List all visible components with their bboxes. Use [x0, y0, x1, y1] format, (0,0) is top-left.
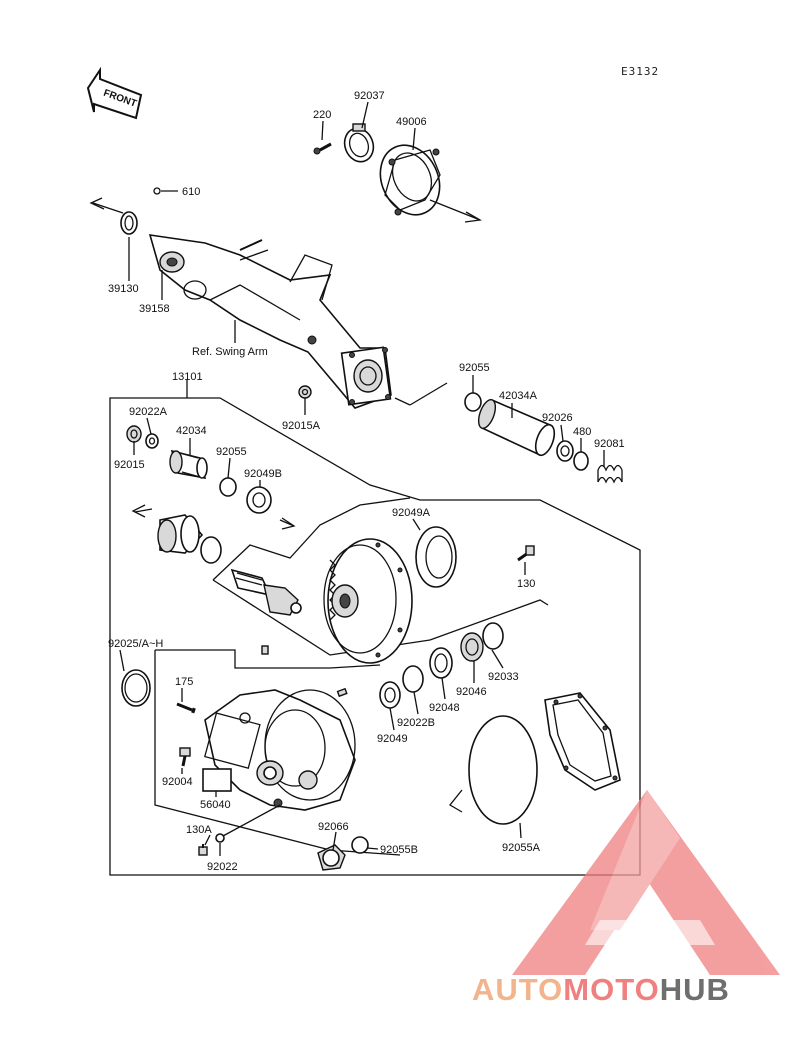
- gasket-plate: [544, 692, 621, 791]
- label-92081: 92081: [594, 438, 625, 450]
- label-ref-swing-arm: Ref. Swing Arm: [192, 346, 268, 358]
- label-39130: 39130: [108, 283, 139, 295]
- ring-gear: [323, 538, 413, 664]
- washer-92022A: [145, 433, 159, 449]
- label-130: 130: [517, 578, 535, 590]
- gasket-92025: [121, 669, 151, 707]
- needle-bearing-92046: [460, 632, 484, 662]
- boot-49006: [379, 144, 441, 216]
- oil-seal-92049A: [415, 526, 457, 588]
- bolt-130: [517, 545, 535, 562]
- o-ring-92055-top: [464, 392, 482, 412]
- bearing-92049: [379, 681, 401, 709]
- label-92055-top: 92055: [459, 362, 490, 374]
- breather-92004: [179, 747, 191, 767]
- label-49006: 49006: [396, 116, 427, 128]
- label-130A: 130A: [186, 824, 212, 836]
- label-92048: 92048: [429, 702, 460, 714]
- label-92049A: 92049A: [392, 507, 431, 519]
- label-92055A: 92055A: [502, 842, 541, 854]
- washer-92022: [215, 833, 225, 843]
- label-92022B: 92022B: [397, 717, 435, 729]
- label-175: 175: [175, 676, 193, 688]
- nut-92015: [126, 425, 142, 443]
- label-39158: 39158: [139, 303, 170, 315]
- bolt-220: [313, 142, 332, 155]
- label-42034: 42034: [176, 425, 207, 437]
- label-92066: 92066: [318, 821, 349, 833]
- label-92015: 92015: [114, 459, 145, 471]
- washer-92026: [556, 440, 574, 462]
- bolt-130A: [198, 844, 208, 856]
- diagram-code: E3132: [621, 65, 659, 78]
- o-ring-92055B: [351, 836, 369, 854]
- front-arrow-icon: FRONT: [86, 66, 143, 120]
- o-ring-large: [200, 536, 222, 564]
- spacer-92048: [429, 647, 453, 679]
- small-pin: [261, 645, 269, 655]
- pinion-gear: [230, 568, 302, 616]
- o-ring-92055-mid: [219, 477, 237, 497]
- watermark-logo: [512, 790, 780, 975]
- bearing-39130: [120, 211, 138, 235]
- circlip-480: [573, 451, 589, 471]
- stud-175: [176, 702, 196, 714]
- watermark-text: AUTOMOTOHUB: [472, 972, 730, 1007]
- circlip-92033: [482, 622, 504, 650]
- label-610: 610: [182, 186, 200, 198]
- label-92037: 92037: [354, 90, 385, 102]
- label-42034A: 42034A: [499, 390, 538, 402]
- plate-56040: [202, 768, 232, 792]
- gear-case: [204, 687, 356, 811]
- label-13101: 13101: [172, 371, 203, 383]
- label-480: 480: [573, 426, 591, 438]
- label-92022: 92022: [207, 861, 238, 873]
- label-92022A: 92022A: [129, 406, 168, 418]
- label-56040: 56040: [200, 799, 231, 811]
- shim-92022B: [402, 665, 424, 693]
- label-92055B: 92055B: [380, 844, 418, 856]
- spring-92081: [597, 464, 623, 484]
- label-92026: 92026: [542, 412, 573, 424]
- label-92046: 92046: [456, 686, 487, 698]
- ring-610: [153, 187, 178, 195]
- gear-42034: [169, 449, 208, 480]
- part-labels: 220 92037 49006 610 39130 39158 Ref. Swi…: [108, 90, 625, 873]
- plug-92066: [317, 844, 346, 871]
- label-92004: 92004: [162, 776, 193, 788]
- bearing-housing: [157, 514, 204, 554]
- clamp-92037: [343, 123, 375, 163]
- label-92015A: 92015A: [282, 420, 321, 432]
- swing-arm: [148, 234, 392, 409]
- label-220: 220: [313, 109, 331, 121]
- leader-lines: [119, 101, 605, 856]
- bearing-92049B: [246, 486, 272, 514]
- nut-92015A: [298, 385, 312, 399]
- o-ring-92055A: [468, 715, 538, 825]
- label-92055-mid: 92055: [216, 446, 247, 458]
- shaft-42034A: [477, 398, 556, 457]
- assembly-frame-13101: [109, 380, 641, 876]
- label-92049: 92049: [377, 733, 408, 745]
- label-92049B: 92049B: [244, 468, 282, 480]
- label-92033: 92033: [488, 671, 519, 683]
- label-92025: 92025/A~H: [108, 638, 163, 650]
